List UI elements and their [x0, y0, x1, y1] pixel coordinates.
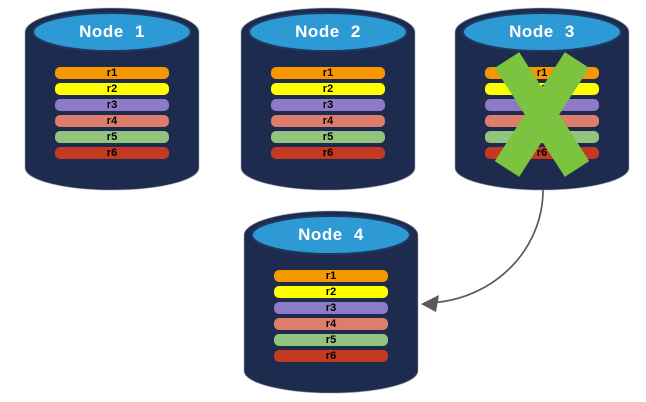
replica-bar: r3	[274, 302, 388, 314]
replica-bar: r4	[271, 115, 385, 127]
replica-bar: r1	[274, 270, 388, 282]
replica-list: r1 r2 r3 r4 r5 r6	[271, 67, 385, 163]
failover-arrowhead-icon	[421, 295, 439, 312]
node-label: Node 1	[79, 22, 145, 41]
cylinder-top	[251, 215, 411, 255]
replica-bar: r2	[271, 83, 385, 95]
replica-bar: r5	[274, 334, 388, 346]
replica-list: r1 r2 r3 r4 r5 r6	[274, 270, 388, 366]
node-label: Node 3	[509, 22, 575, 41]
x-stroke	[494, 52, 590, 177]
replica-bar: r4	[55, 115, 169, 127]
replica-bar: r2	[274, 286, 388, 298]
replica-bar: r6	[274, 350, 388, 362]
replica-bar: r1	[271, 67, 385, 79]
node-2: Node 2 r1 r2 r3 r4 r5 r6	[240, 7, 416, 192]
replica-bar: r5	[271, 131, 385, 143]
node-3: Node 3 r1 r2 r3 r4 r5 r6	[454, 7, 630, 192]
replica-bar: r6	[55, 147, 169, 159]
node-label: Node 4	[298, 225, 364, 244]
replica-bar: r3	[271, 99, 385, 111]
node-4: Node 4 r1 r2 r3 r4 r5 r6	[243, 210, 419, 395]
replica-bar: r4	[274, 318, 388, 330]
failure-x-icon	[494, 52, 590, 177]
replica-bar: r2	[55, 83, 169, 95]
replica-bar: r5	[55, 131, 169, 143]
replica-list: r1 r2 r3 r4 r5 r6	[55, 67, 169, 163]
cylinder-top	[32, 12, 192, 52]
node-label: Node 2	[295, 22, 361, 41]
node-1: Node 1 r1 r2 r3 r4 r5 r6	[24, 7, 200, 192]
replica-bar: r6	[271, 147, 385, 159]
cylinder-top	[248, 12, 408, 52]
failover-arrow-line	[423, 189, 544, 304]
replica-bar: r3	[55, 99, 169, 111]
replica-bar: r1	[55, 67, 169, 79]
cylinder-top	[462, 12, 622, 52]
